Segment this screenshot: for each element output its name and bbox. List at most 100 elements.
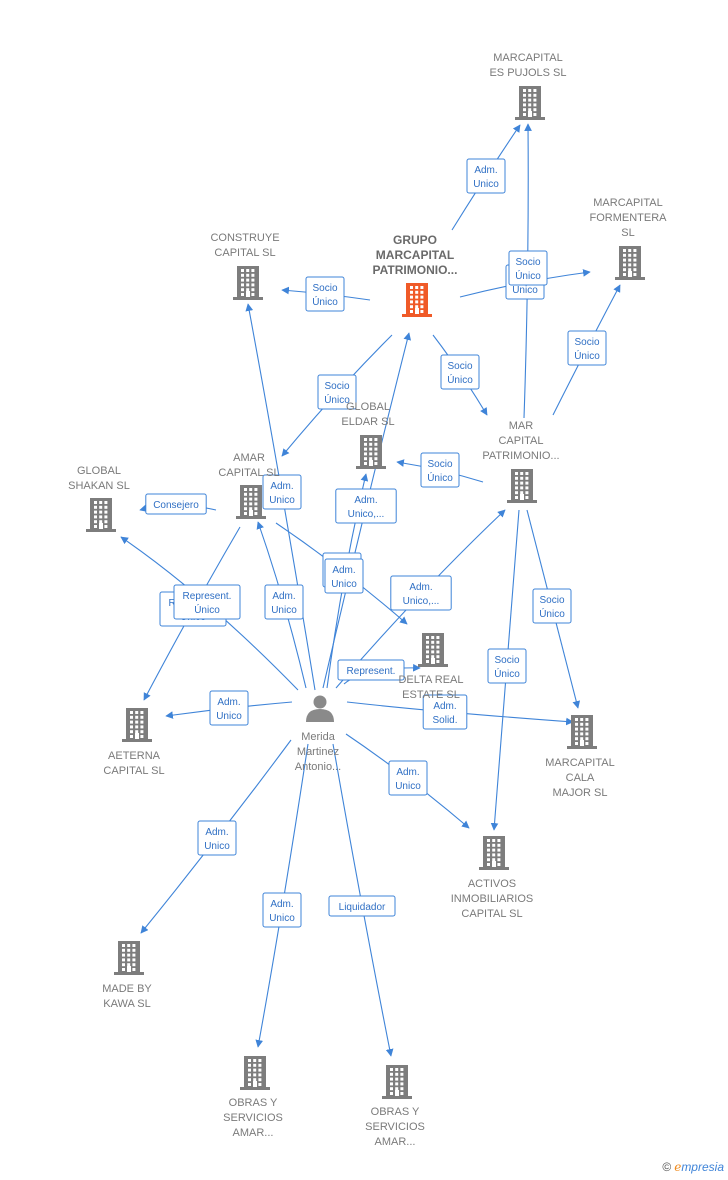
edge-label-person-to-global_shakan[interactable]: Represent.Único (173, 584, 241, 620)
empresia-brand[interactable]: ©empresia (662, 1160, 724, 1174)
edge-label-line: Adm. (272, 591, 295, 602)
node-label: GLOBAL (346, 401, 390, 413)
node-label: OBRAS Y (371, 1106, 420, 1118)
building-icon[interactable] (515, 86, 545, 120)
edge-label-line: Único (427, 471, 453, 484)
person-icon[interactable] (306, 695, 334, 723)
node-made_by_kawa[interactable]: MADE BY KAWA SL (102, 941, 152, 1010)
edge-label-line: Único (447, 373, 473, 386)
edge-label-person-to-delta[interactable]: Represent. (337, 659, 405, 681)
node-label: MAJOR SL (552, 787, 607, 799)
edge-label-person-to-amar_capital[interactable]: Adm. Unico (264, 584, 304, 620)
edge-label-line: Socio (447, 361, 472, 372)
node-person[interactable]: MeridaMartinezAntonio... (295, 695, 341, 774)
building-icon[interactable] (382, 1065, 412, 1099)
node-label: MARCAPITAL (376, 248, 454, 262)
edge-label-line: Socio (312, 283, 337, 294)
edge-label-line: Adm. (217, 697, 240, 708)
edge-label-line: Represent. (347, 666, 396, 677)
edge-label-person-to-global_eldar[interactable]: Adm.Unico (324, 558, 364, 594)
building-icon[interactable] (507, 469, 537, 503)
edge-label-person-to-obras2[interactable]: Liquidador (328, 895, 396, 917)
node-label: MAR (509, 420, 534, 432)
node-label: CAPITAL SL (218, 467, 279, 479)
building-icon[interactable] (356, 435, 386, 469)
edge-label-line: Adm. (354, 495, 377, 506)
edge-label-line: Socio (539, 595, 564, 606)
brand-initial: e (674, 1160, 682, 1174)
edge-label-line: Socio (494, 655, 519, 666)
node-label: PATRIMONIO... (482, 450, 559, 462)
node-obras1[interactable]: OBRAS YSERVICIOSAMAR... (223, 1056, 283, 1139)
copyright-symbol: © (662, 1160, 672, 1174)
edge-label-line: Adm. (433, 701, 456, 712)
node-label: CONSTRUYE (210, 232, 279, 244)
building-icon[interactable] (615, 246, 645, 280)
edge-label-line: Único (494, 667, 520, 680)
edge-label-person-to-mar_capital[interactable]: Adm.Unico,... (390, 575, 452, 611)
building-icon[interactable] (567, 715, 597, 749)
building-icon[interactable] (402, 283, 432, 317)
building-icon[interactable] (479, 836, 509, 870)
edge-label-person-to-construye[interactable]: Adm. Unico (262, 474, 302, 510)
edge-label-line: Socio (574, 337, 599, 348)
edge-label-line: Socio (324, 381, 349, 392)
edge-label-grupo-to-mc_pujols[interactable]: Adm.Unico (466, 158, 506, 194)
node-label: ES PUJOLS SL (489, 67, 566, 79)
edge-label-line: Unico (269, 913, 295, 924)
node-grupo[interactable]: GRUPOMARCAPITALPATRIMONIO... (373, 233, 458, 317)
edge-label-line: Adm. (409, 582, 432, 593)
building-icon[interactable] (114, 941, 144, 975)
edge-label-person-to-made_by_kawa[interactable]: Adm.Unico (197, 820, 237, 856)
node-label: SL (621, 227, 634, 239)
building-icon[interactable] (240, 1056, 270, 1090)
node-label: CAPITAL SL (461, 908, 522, 920)
building-icon[interactable] (122, 708, 152, 742)
edge-label-line: Único (515, 269, 541, 282)
edge-label-person-to-cala_major[interactable]: Adm.Solid. (422, 694, 468, 730)
edge-label-line: Unico (395, 781, 421, 792)
edge-label-line: Unico (271, 605, 297, 616)
edge-label-line: Unico (269, 495, 295, 506)
edge-label-amar_capital-to-global_shakan[interactable]: Consejero (145, 493, 207, 515)
edge-label-person-to-activos[interactable]: Adm. Unico (388, 760, 428, 796)
edge-label-person-to-obras1[interactable]: Adm. Unico (262, 892, 302, 928)
edge-label-person-to-grupo[interactable]: Adm.Unico,... (335, 488, 397, 524)
node-label: MADE BY (102, 983, 152, 995)
node-label: CAPITAL (498, 435, 543, 447)
edge-label-line: Único (324, 393, 350, 406)
building-icon[interactable] (418, 633, 448, 667)
edge-label-person-to-aeterna[interactable]: Adm.Unico (209, 690, 249, 726)
edge-label-line: Consejero (153, 500, 199, 511)
building-icon[interactable] (86, 498, 116, 532)
node-mar_capital[interactable]: MAR CAPITAL PATRIMONIO... (482, 420, 560, 503)
edge-label-line: Adm. (270, 899, 293, 910)
building-icon[interactable] (236, 485, 266, 519)
edge-label-line: Adm. (270, 481, 293, 492)
node-obras2[interactable]: OBRAS YSERVICIOSAMAR... (365, 1065, 425, 1148)
node-mc_pujols[interactable]: MARCAPITAL ES PUJOLS SL (489, 52, 567, 120)
edge-label-line: Adm. (396, 767, 419, 778)
building-icon[interactable] (233, 266, 263, 300)
node-label: INMOBILIARIOS (451, 893, 534, 905)
node-label: MARCAPITAL (493, 52, 562, 64)
node-label: KAWA SL (103, 998, 150, 1010)
